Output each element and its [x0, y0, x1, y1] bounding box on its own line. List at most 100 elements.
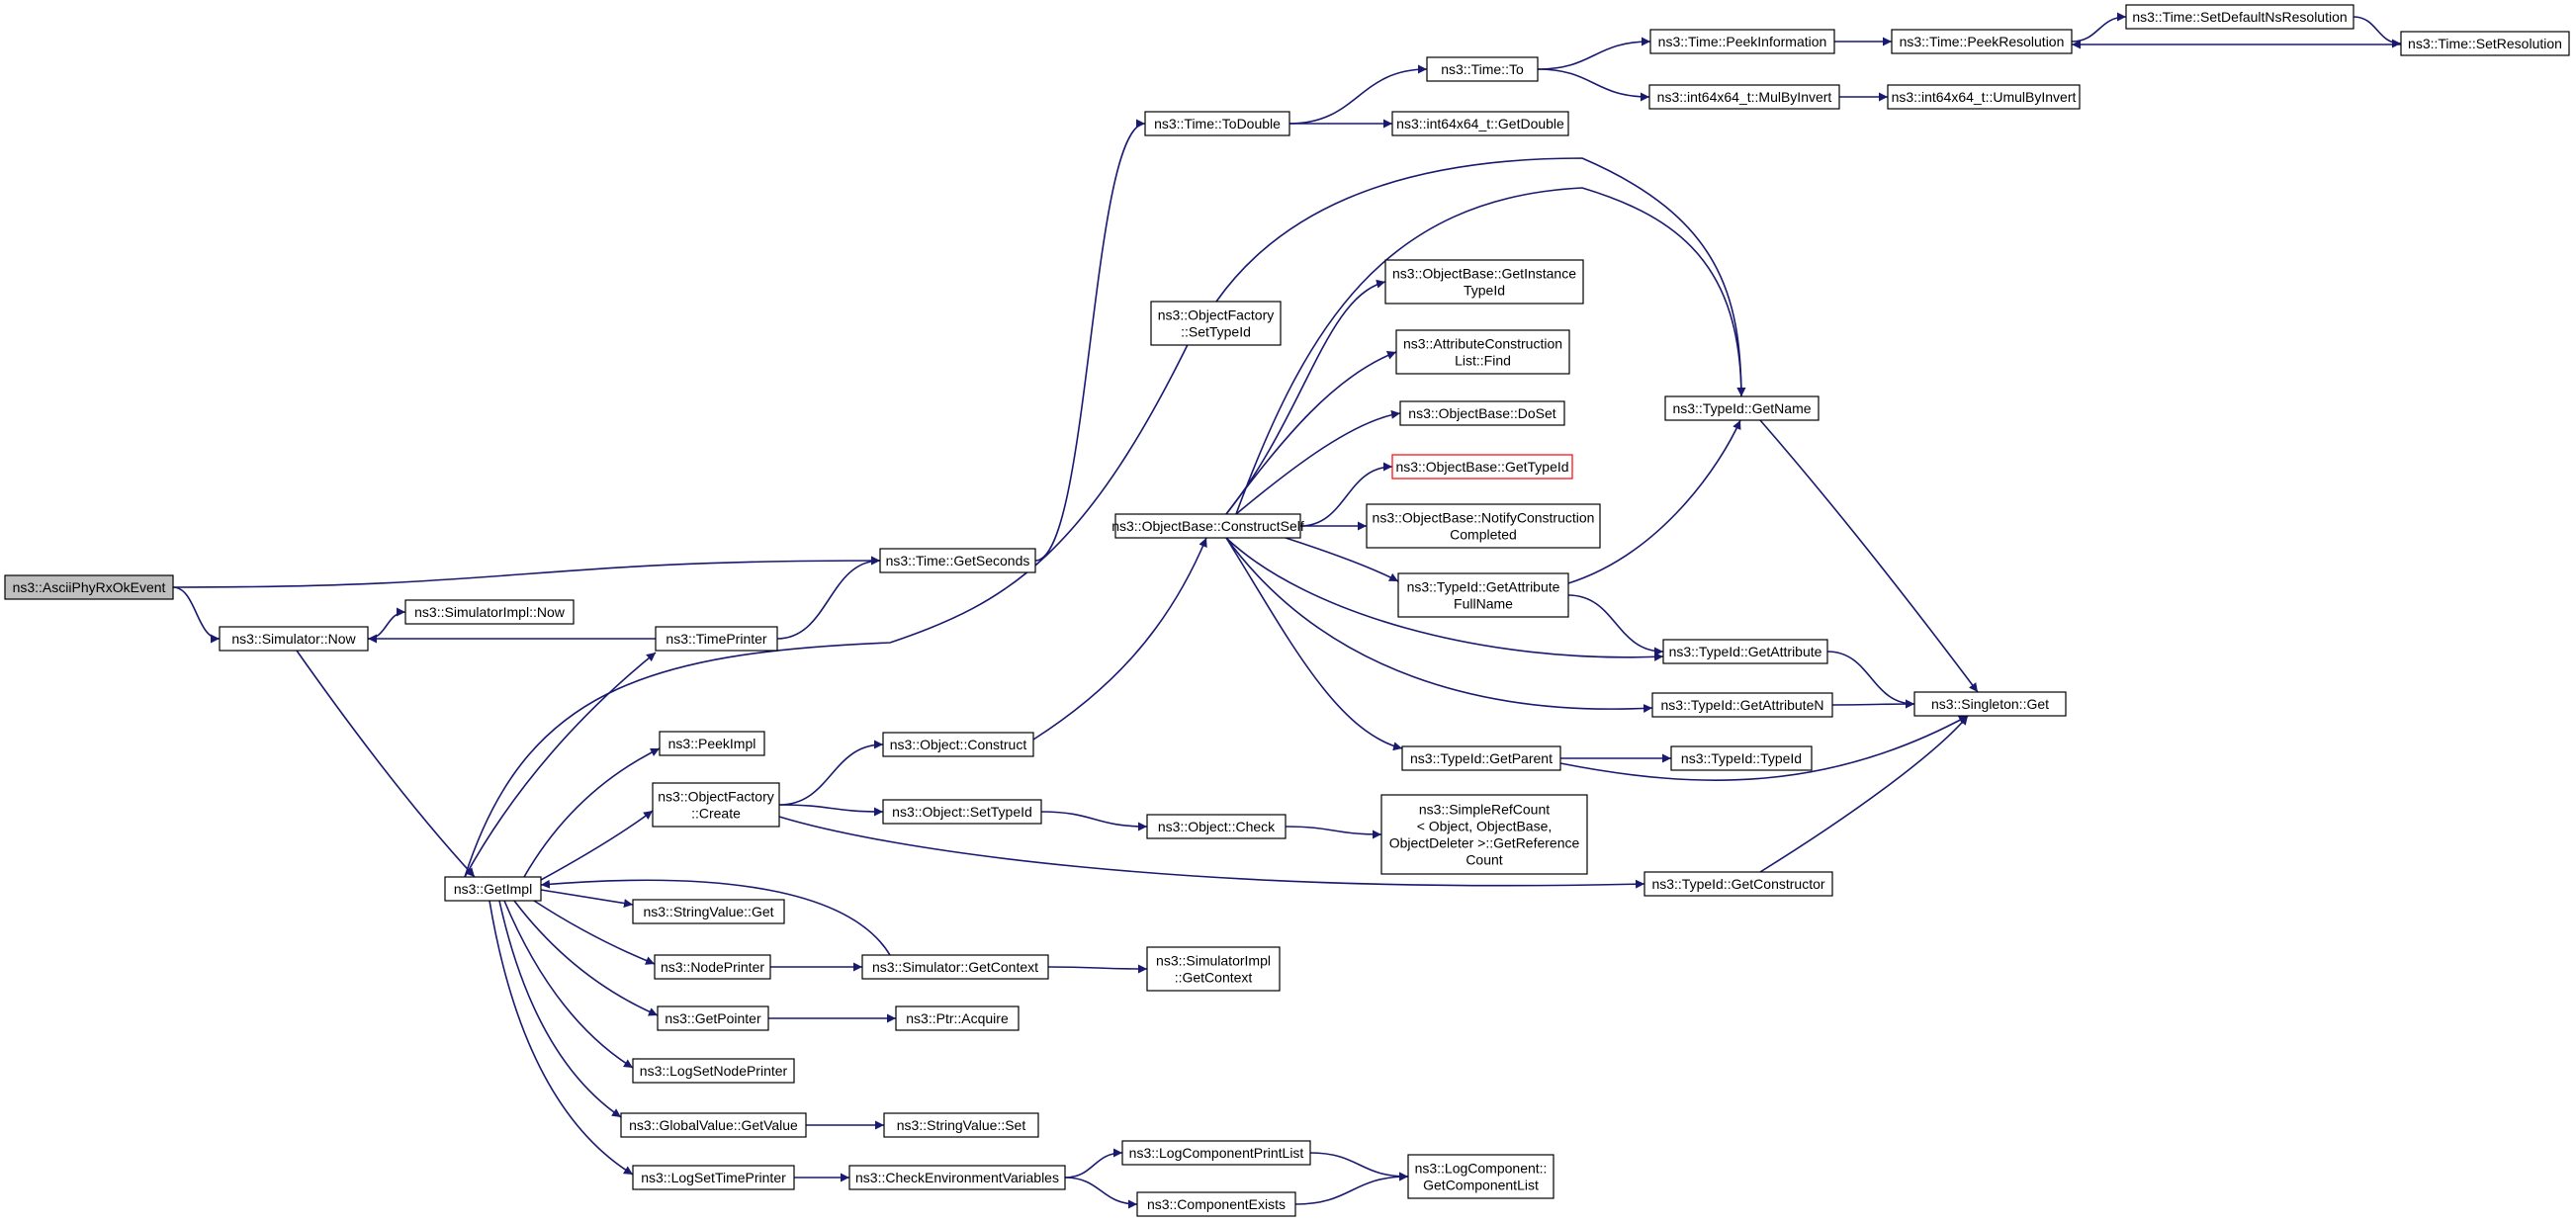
edge-path: [464, 325, 1198, 878]
node-n28[interactable]: ns3::TypeId::TypeId: [1670, 745, 1813, 771]
node-label: ns3::TypeId::GetAttribute: [1669, 644, 1822, 659]
node-box: [1887, 84, 2081, 110]
node-n42[interactable]: ns3::Ptr::Acquire: [895, 1005, 1020, 1031]
node-n1[interactable]: ns3::AsciiPhyRxOkEvent: [4, 574, 174, 600]
edge-n6-to-n7: [1288, 64, 1428, 125]
edge-path: [296, 650, 476, 878]
node-n47[interactable]: ns3::CheckEnvironmentVariables: [848, 1165, 1066, 1190]
node-n36[interactable]: ns3::StringValue::Get: [632, 899, 785, 924]
edge-path: [1567, 419, 1741, 584]
node-label: ns3::Singleton::Get: [1931, 696, 2049, 712]
node-n8[interactable]: ns3::int64x64_t::GetDouble: [1391, 111, 1569, 136]
node-label: ns3::Time::PeekResolution: [1900, 34, 2065, 49]
node-n37[interactable]: ns3::TypeId::GetConstructor: [1643, 871, 1833, 897]
node-label: List::Find: [1455, 353, 1511, 369]
edge-path: [489, 900, 634, 1176]
edge-n35-to-n5: [464, 652, 657, 878]
node-n23[interactable]: ns3::TypeId::GetName: [1664, 395, 1820, 421]
node-n41[interactable]: ns3::GetPointer: [657, 1005, 769, 1031]
node-box: [1891, 29, 2073, 54]
node-n6[interactable]: ns3::Time::ToDouble: [1144, 111, 1290, 136]
edge-n35-to-n15: [464, 325, 1198, 878]
node-label: ns3::Time::PeekInformation: [1658, 34, 1827, 49]
node-n11[interactable]: ns3::Time::PeekResolution: [1891, 29, 2073, 54]
node-box: [1662, 639, 1828, 664]
node-n33[interactable]: ns3::Object::Check: [1146, 814, 1287, 839]
node-n38[interactable]: ns3::NodePrinter: [654, 954, 771, 980]
node-n29[interactable]: ns3::PeekImpl: [659, 731, 765, 756]
node-box: [1651, 692, 1833, 718]
node-n35[interactable]: ns3::GetImpl: [444, 876, 542, 902]
node-box: [883, 1112, 1039, 1138]
edge-n24-to-n26: [1826, 651, 1915, 709]
node-n43[interactable]: ns3::LogSetNodePrinter: [632, 1058, 795, 1084]
node-label: ns3::SimulatorImpl: [1156, 953, 1271, 969]
node-n26[interactable]: ns3::Singleton::Get: [1913, 691, 2067, 717]
node-label: FullName: [1454, 596, 1513, 612]
edge-path: [1285, 826, 1382, 839]
node-n10[interactable]: ns3::int64x64_t::MulByInvert: [1648, 84, 1840, 110]
edge-path: [1215, 157, 1746, 397]
edge-path: [540, 810, 654, 881]
node-n4[interactable]: ns3::SimulatorImpl::Now: [404, 599, 575, 625]
node-label: ns3::StringValue::Get: [643, 904, 773, 919]
edge-path: [540, 879, 891, 956]
node-n24[interactable]: ns3::TypeId::GetAttribute: [1662, 639, 1828, 664]
node-box: [1399, 400, 1565, 426]
edge-path: [1288, 64, 1428, 125]
node-n3[interactable]: ns3::Simulator::Now: [219, 626, 369, 652]
node-n19[interactable]: ns3::ObjectBase::DoSet: [1399, 400, 1565, 426]
node-label: ns3::int64x64_t::GetDouble: [1396, 116, 1564, 131]
node-box: [404, 599, 575, 625]
node-label: ns3::Time::SetResolution: [2408, 36, 2562, 51]
edge-n25-to-n26: [1831, 699, 1915, 709]
edge-n35-to-n36: [540, 889, 634, 909]
node-box: [1384, 259, 1584, 305]
node-n7[interactable]: ns3::Time::To: [1426, 56, 1539, 82]
node-n39[interactable]: ns3::Simulator::GetContext: [861, 954, 1049, 980]
node-n2[interactable]: ns3::Time::GetSeconds: [879, 548, 1036, 573]
node-n40[interactable]: ns3::SimulatorImpl::GetContext: [1146, 946, 1281, 992]
node-label: ns3::StringValue::Set: [897, 1117, 1026, 1133]
node-n15[interactable]: ns3::ObjectFactory::SetTypeId: [1150, 301, 1282, 346]
node-label: ns3::SimpleRefCount: [1419, 802, 1550, 818]
node-box: [1144, 111, 1290, 136]
node-label: ns3::GlobalValue::GetValue: [629, 1117, 798, 1133]
node-box: [620, 1112, 807, 1138]
node-n27[interactable]: ns3::TypeId::GetParent: [1401, 745, 1561, 771]
edge-path: [1537, 37, 1651, 70]
node-n49[interactable]: ns3::LogComponent::GetComponentList: [1407, 1154, 1554, 1199]
node-n13[interactable]: ns3::Time::SetDefaultNsResolution: [2125, 4, 2354, 30]
edge-n31-to-n37: [778, 816, 1645, 889]
node-n44[interactable]: ns3::GlobalValue::GetValue: [620, 1112, 807, 1138]
node-n25[interactable]: ns3::TypeId::GetAttributeN: [1651, 692, 1833, 718]
node-box: [632, 1058, 795, 1084]
edge-n3-to-n35: [296, 650, 476, 878]
edge-path: [498, 900, 622, 1118]
node-n32[interactable]: ns3::Object::SetTypeId: [882, 799, 1042, 825]
edge-n16-to-n20: [1299, 462, 1393, 527]
node-n45[interactable]: ns3::StringValue::Set: [883, 1112, 1039, 1138]
edge-n31-to-n30: [778, 740, 884, 806]
node-n21[interactable]: ns3::ObjectBase::NotifyConstructionCompl…: [1366, 503, 1601, 549]
node-n48[interactable]: ns3::LogComponentPrintList: [1121, 1140, 1311, 1166]
node-box: [4, 574, 174, 600]
node-n12[interactable]: ns3::int64x64_t::UmulByInvert: [1887, 84, 2081, 110]
edge-path: [1559, 715, 1969, 781]
node-n50[interactable]: ns3::ComponentExists: [1136, 1191, 1296, 1217]
node-n34[interactable]: ns3::SimpleRefCount< Object, ObjectBase,…: [1380, 794, 1588, 875]
node-n5[interactable]: ns3::TimePrinter: [655, 626, 778, 652]
node-n30[interactable]: ns3::Object::Construct: [882, 732, 1034, 757]
node-n31[interactable]: ns3::ObjectFactory::Create: [652, 782, 780, 828]
node-n20[interactable]: ns3::ObjectBase::GetTypeId: [1391, 454, 1573, 480]
node-n16[interactable]: ns3::ObjectBase::ConstructSelf: [1111, 513, 1304, 539]
node-n9[interactable]: ns3::Time::PeekInformation: [1649, 29, 1835, 54]
node-label: ns3::LogComponentPrintList: [1129, 1145, 1304, 1161]
node-n14[interactable]: ns3::Time::SetResolution: [2400, 31, 2570, 56]
node-n46[interactable]: ns3::LogSetTimePrinter: [632, 1165, 795, 1190]
edge-n35-to-n29: [523, 747, 661, 878]
